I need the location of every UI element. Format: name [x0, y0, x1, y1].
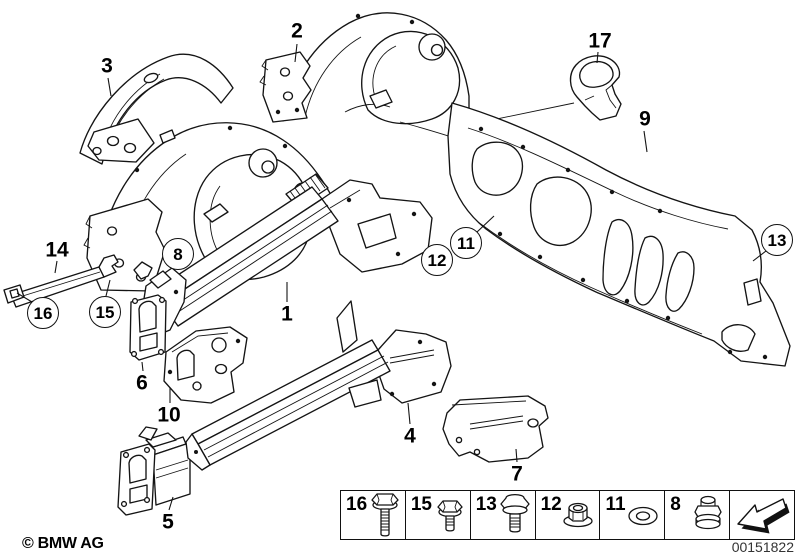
part-bracket-plate-10 — [163, 326, 248, 404]
flat-washer-icon — [628, 506, 658, 526]
callout-3[interactable]: 3 — [101, 54, 113, 78]
part-wheel-housing-2 — [259, 12, 470, 143]
part-support-bracket-5 — [117, 426, 191, 516]
image-number: 00151822 — [731, 539, 794, 555]
part-engine-support-4 — [185, 300, 452, 471]
legend-item-11[interactable]: 11 — [600, 491, 666, 539]
part-support-extension-7 — [442, 395, 549, 463]
callout-5[interactable]: 5 — [162, 510, 174, 534]
legend-item-12[interactable]: 12 — [536, 491, 601, 539]
part-engine-support-1 — [133, 173, 433, 339]
legend-item-label: 16 — [346, 494, 368, 515]
callout-circled-11[interactable]: 11 — [450, 227, 482, 259]
callout-circled-16[interactable]: 16 — [27, 297, 59, 329]
legend-item-13[interactable]: 13 — [471, 491, 536, 539]
callout-circled-8[interactable]: 8 — [162, 238, 194, 270]
hex-flange-bolt-short-icon — [437, 500, 463, 532]
part-hook-bracket-17 — [569, 55, 622, 121]
expanding-nut-icon — [694, 495, 722, 530]
callout-circled-12[interactable]: 12 — [421, 244, 453, 276]
legend-item-label: 15 — [410, 494, 432, 515]
legend-item-label: 11 — [605, 494, 626, 515]
callout-14[interactable]: 14 — [45, 238, 69, 262]
legend-item-label: 8 — [670, 494, 681, 515]
callout-leader-lines — [16, 43, 767, 511]
hex-flange-bolt-long-icon — [371, 493, 399, 537]
legend-item-label: 13 — [475, 494, 497, 515]
callout-9[interactable]: 9 — [639, 107, 651, 131]
legend-nav-arrow[interactable] — [730, 491, 794, 539]
legend-item-8[interactable]: 8 — [665, 491, 731, 539]
copyright-text: © BMW AG — [22, 535, 104, 552]
legend-item-15[interactable]: 15 — [406, 491, 471, 539]
callout-circled-15[interactable]: 15 — [89, 296, 121, 328]
fastener-legend: 16 15 — [340, 490, 795, 540]
part-front-panel-9 — [447, 102, 791, 367]
hex-bolt-icon — [499, 493, 530, 533]
hex-flange-nut-icon — [563, 502, 594, 528]
legend-item-16[interactable]: 16 — [341, 491, 406, 539]
callout-1[interactable]: 1 — [281, 302, 293, 326]
legend-item-label: 12 — [540, 494, 562, 515]
part-holder-strip-14 — [3, 254, 119, 308]
callout-6[interactable]: 6 — [136, 371, 148, 395]
callout-circled-13[interactable]: 13 — [761, 224, 793, 256]
part-mounting-plate-6 — [129, 294, 167, 361]
callout-2[interactable]: 2 — [291, 19, 303, 43]
callout-10[interactable]: 10 — [157, 403, 181, 427]
callout-4[interactable]: 4 — [404, 424, 416, 448]
part-wheel-arch-cover-3 — [79, 53, 234, 165]
callout-17[interactable]: 17 — [588, 29, 612, 53]
callout-7[interactable]: 7 — [511, 462, 523, 486]
prev-page-arrow-icon — [737, 498, 790, 534]
